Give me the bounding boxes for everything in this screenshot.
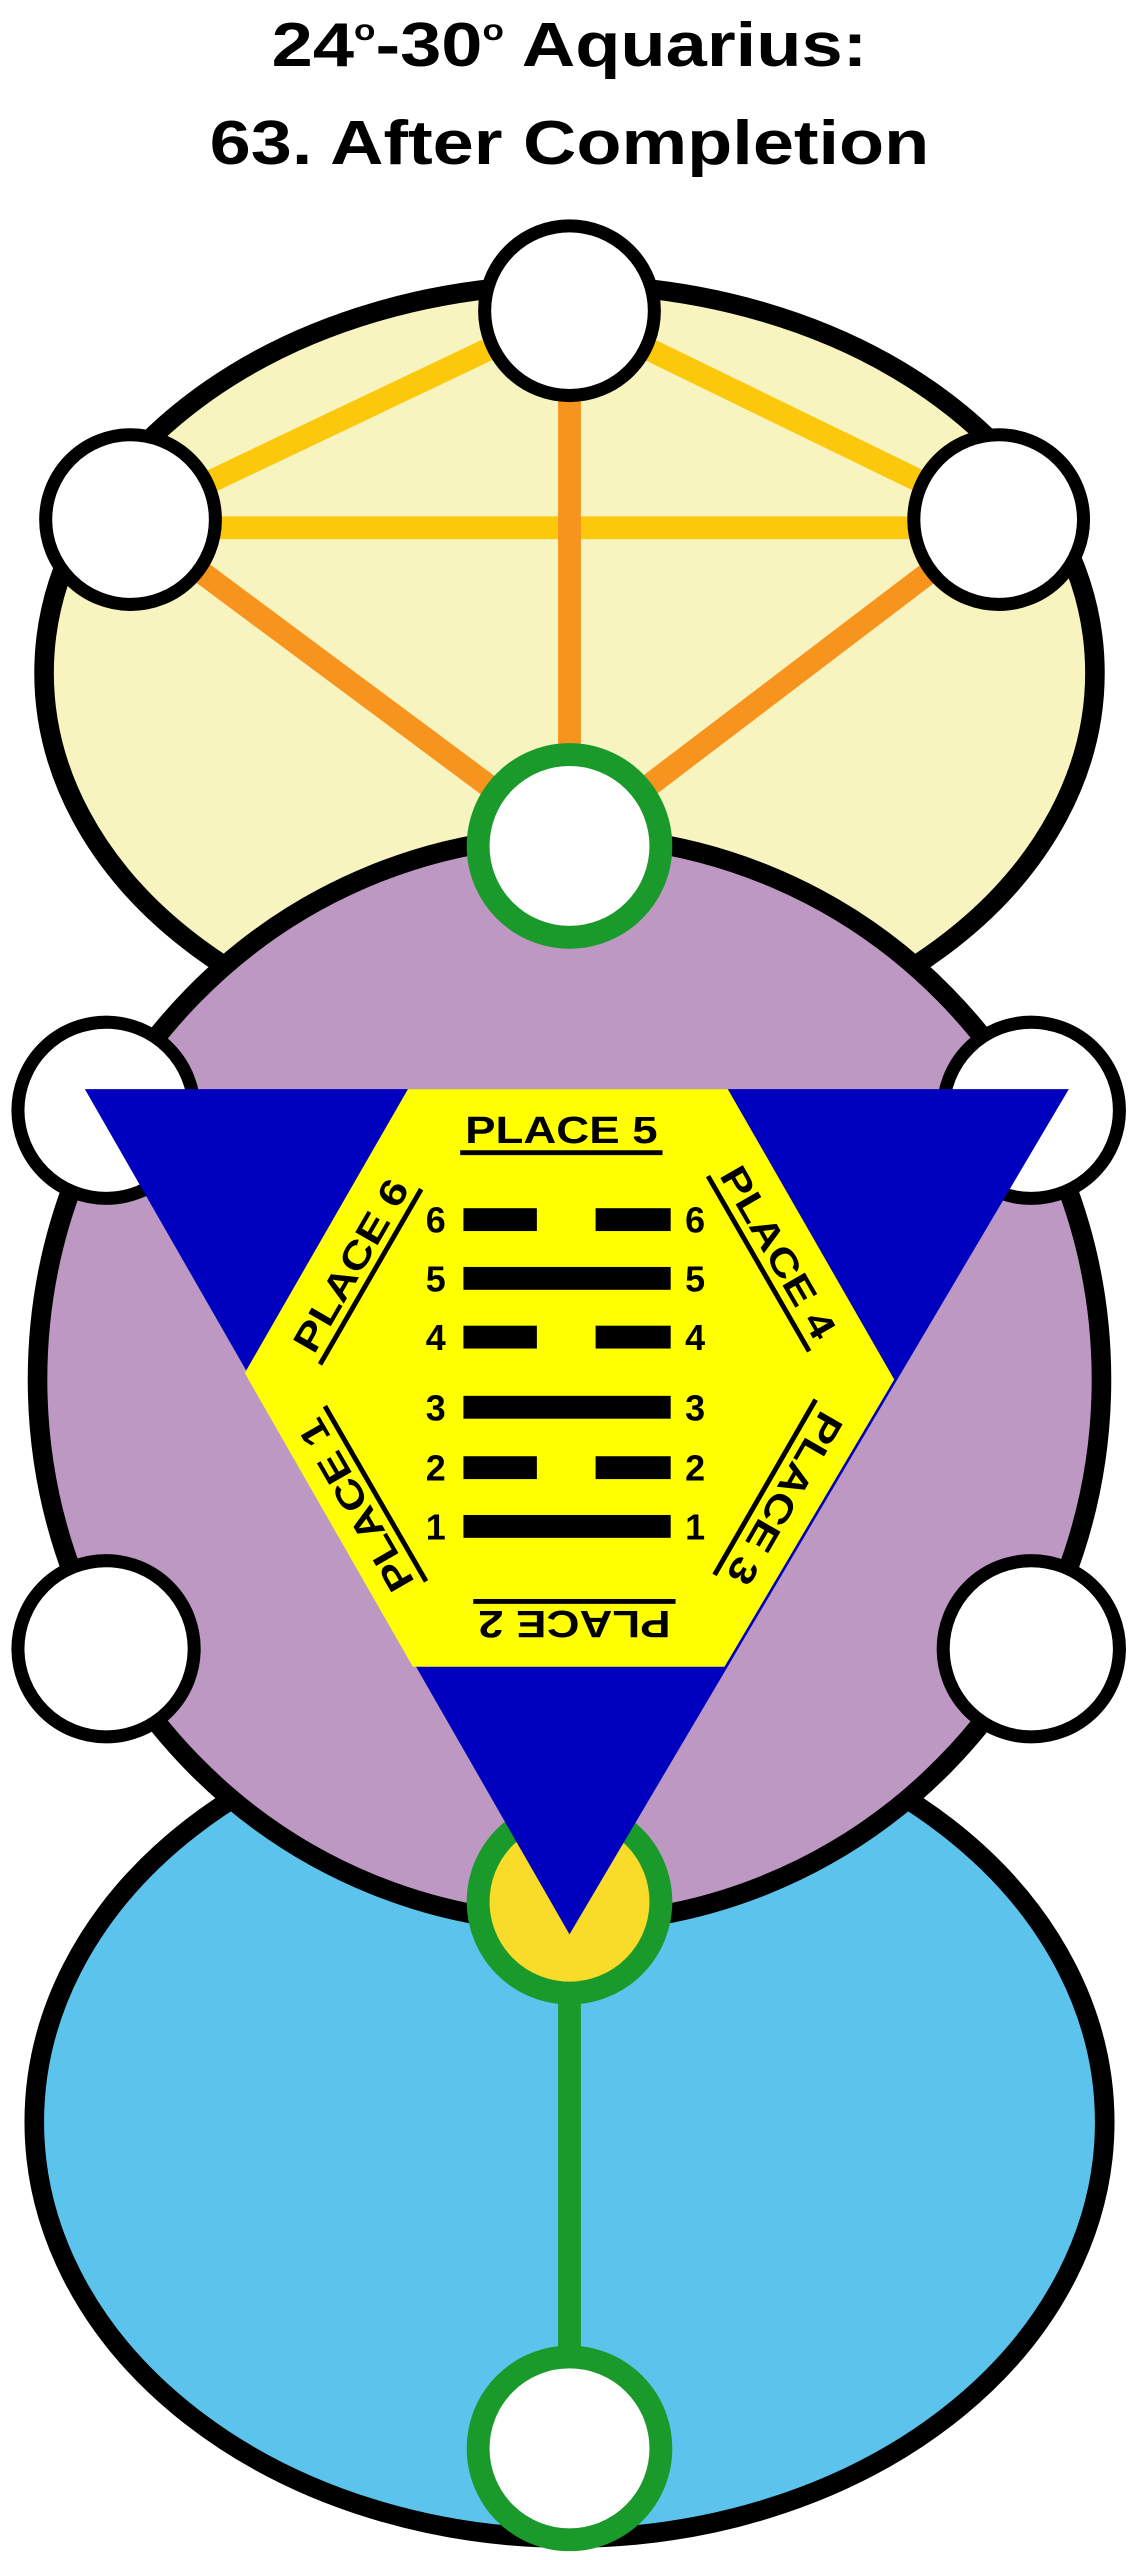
line-number-right: 2	[685, 1449, 705, 1489]
hexagram-line-yin-left	[463, 1208, 537, 1232]
place-2-label: PLACE 2	[473, 1599, 676, 1645]
hexagram: 1 1 2 2 3 3 4 4 5 5 6 6	[426, 1201, 705, 1548]
degree-symbol: o	[482, 14, 503, 47]
place-1-underline	[322, 1404, 429, 1583]
node-bottom-green	[466, 2345, 673, 2552]
line-number-left: 3	[426, 1388, 446, 1428]
node-upper-left	[39, 428, 222, 611]
title-sign: Aquarius:	[504, 11, 867, 80]
line-number-left: 2	[426, 1449, 446, 1489]
line-number-right: 4	[685, 1318, 705, 1358]
title-degree-start: 24	[272, 11, 355, 80]
line-number-left: 4	[426, 1318, 446, 1358]
line-number-left: 5	[426, 1259, 446, 1299]
node-low-right	[936, 1554, 1126, 1744]
place-3-underline	[712, 1398, 818, 1577]
hexagram-line-yin-right	[595, 1208, 671, 1232]
node-center-green	[466, 743, 673, 949]
hexagram-line-yang	[463, 1395, 671, 1419]
line-number-right: 1	[685, 1507, 705, 1547]
place-4-underline	[705, 1174, 812, 1353]
line-number-left: 1	[426, 1507, 446, 1547]
hexagram-line-yin-right	[595, 1325, 671, 1349]
node-top	[478, 219, 661, 403]
degree-symbol: o	[354, 14, 375, 47]
hexagram-line-yin-left	[463, 1456, 537, 1480]
node-upper-right	[907, 428, 1091, 611]
hexagram-line-yang	[463, 1266, 671, 1290]
place-6-underline	[317, 1187, 424, 1366]
title-line-2: 63. After Completion	[210, 109, 930, 178]
hexagram-line-yin-right	[595, 1456, 671, 1480]
line-number-right: 6	[685, 1201, 705, 1241]
place-2-text: PLACE 2	[478, 1603, 671, 1645]
hexagon	[244, 1089, 895, 1667]
hexagram-line-yin-left	[463, 1325, 537, 1349]
title-degree-end: -30	[375, 11, 482, 80]
place-5-text: PLACE 5	[465, 1109, 658, 1151]
hexagram-line-yang	[463, 1514, 671, 1538]
line-number-right: 3	[685, 1388, 705, 1428]
place-5-label: PLACE 5	[460, 1109, 663, 1156]
node-low-left	[11, 1554, 201, 1744]
line-number-left: 6	[426, 1201, 446, 1241]
line-number-right: 5	[685, 1259, 705, 1299]
